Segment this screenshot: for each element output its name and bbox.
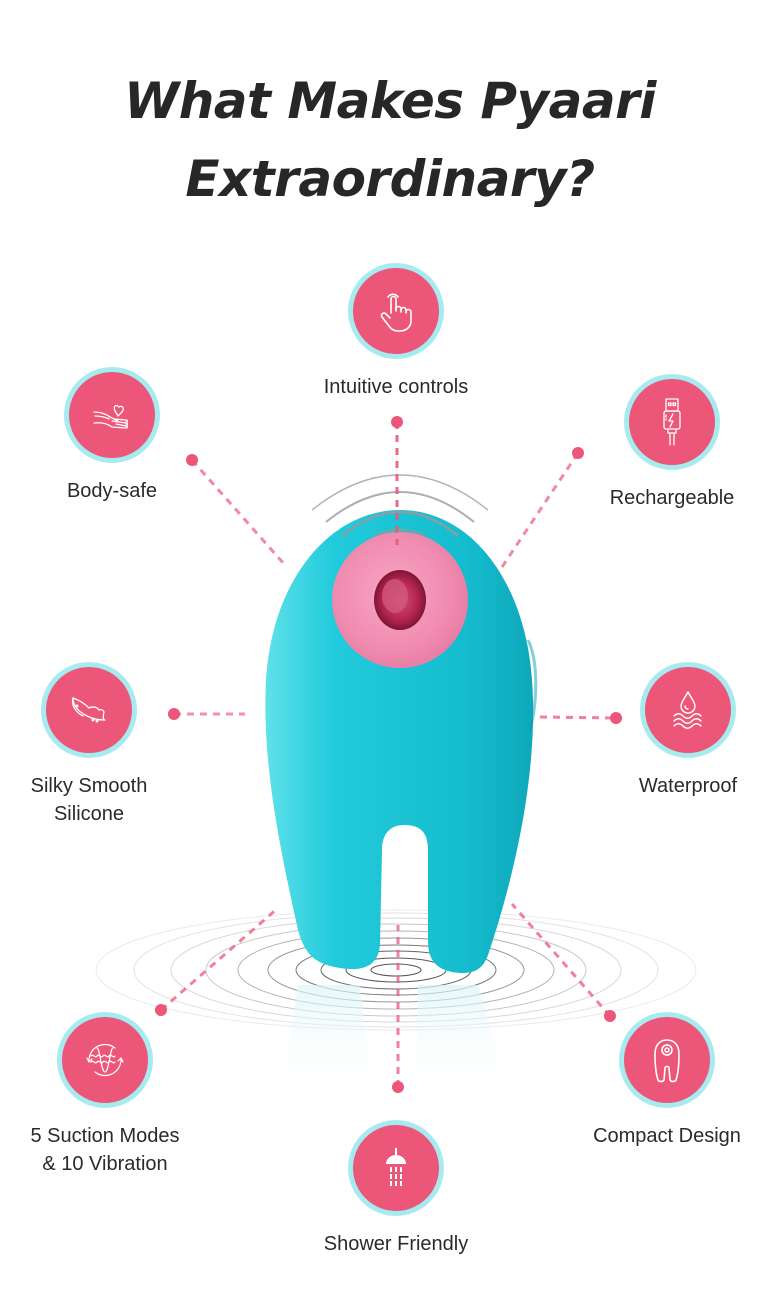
vibration-floor-rings: [95, 909, 697, 1031]
feature-label: Body-safe: [66, 480, 158, 502]
connector-dots: [155, 416, 622, 1093]
feature-badge: [348, 263, 444, 359]
feature-label: Silky Smooth Silicone: [30, 775, 148, 825]
wave-cycle-icon: [86, 1043, 124, 1077]
device-outline-icon: [654, 1039, 680, 1083]
feature-badge: [640, 662, 736, 758]
shower-head-icon: [386, 1148, 406, 1186]
water-drop-waves-icon: [673, 691, 702, 729]
feature-badge: [57, 1012, 153, 1108]
feature-label: Compact Design: [593, 1125, 741, 1147]
vibration-arcs: [311, 474, 489, 537]
product-body: [265, 510, 538, 974]
usb-charge-icon: [663, 398, 681, 446]
page-title: What Makes Pyaari Extraordinary?: [0, 62, 780, 218]
feature-label: Shower Friendly: [323, 1233, 469, 1255]
feature-label: 5 Suction Modes & 10 Vibration: [30, 1125, 180, 1175]
hand-heart-icon: [93, 404, 129, 429]
feature-badge: [619, 1012, 715, 1108]
feature-label: Rechargeable: [609, 487, 735, 509]
title-line-1: What Makes Pyaari: [124, 72, 656, 130]
connector-lines: [160, 422, 617, 1087]
feature-badge: [624, 374, 720, 470]
feature-label: Intuitive controls: [323, 376, 469, 398]
title-line-2: Extraordinary?: [185, 150, 595, 208]
feature-badge: [64, 367, 160, 463]
feature-badge: [41, 662, 137, 758]
feature-label: Waterproof: [638, 775, 738, 797]
feather-icon: [71, 697, 106, 723]
feature-badge: [348, 1120, 444, 1216]
finger-tap-icon: [380, 293, 412, 332]
